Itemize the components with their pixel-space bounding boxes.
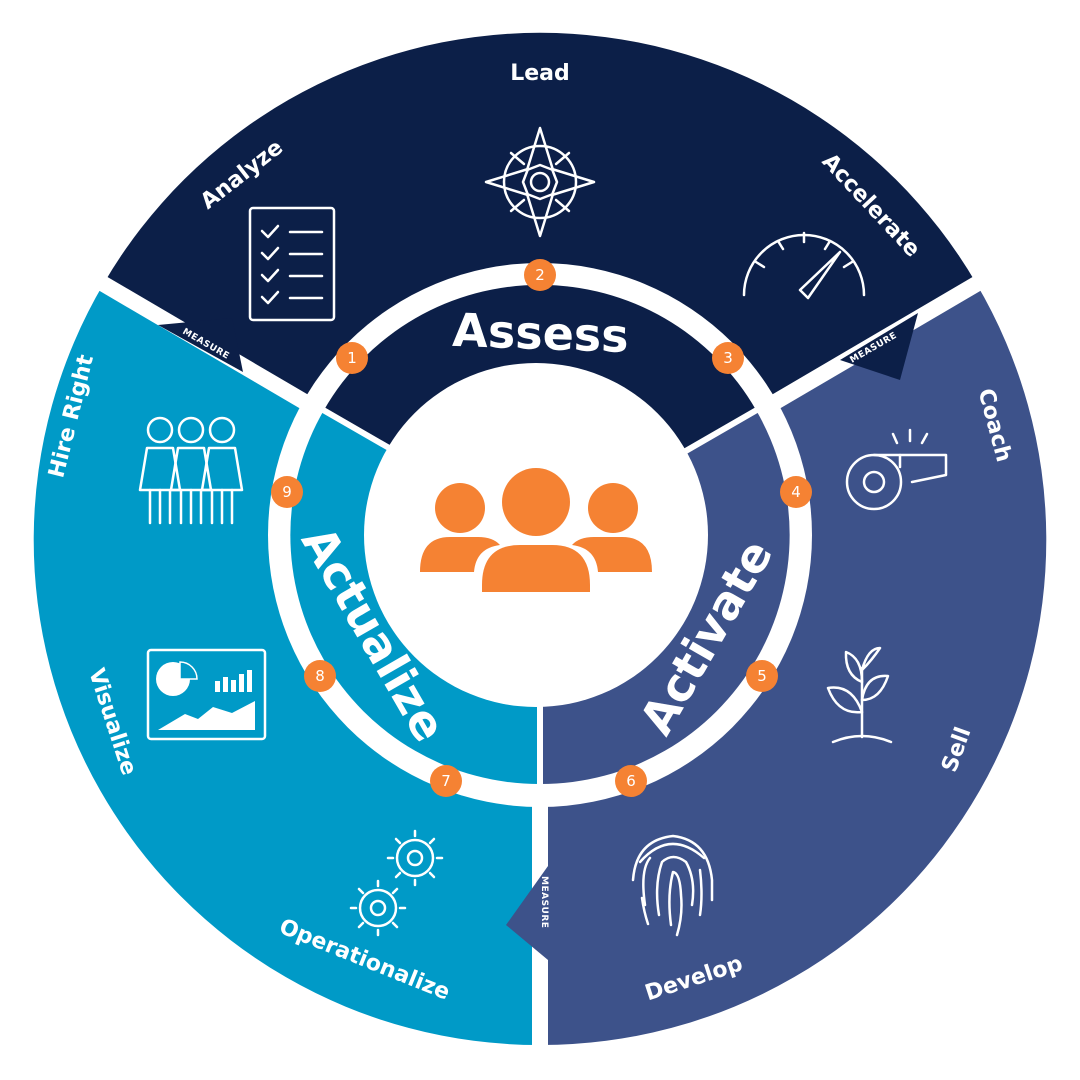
step-badge-circle: [524, 259, 556, 291]
step-badge-4: 4: [780, 476, 812, 508]
step-badge-circle: [780, 476, 812, 508]
measure-label-bottom: MEASURE: [539, 876, 549, 928]
step-badge-number: 7: [441, 772, 451, 790]
compass-icon: [484, 126, 596, 238]
step-badge-6: 6: [615, 765, 647, 797]
sprout-icon: [826, 646, 893, 744]
step-badge-2: 2: [524, 259, 556, 291]
step-badge-9: 9: [271, 476, 303, 508]
people-group-icon: [420, 468, 652, 592]
gears-icon: [349, 829, 444, 937]
step-badge-number: 2: [535, 266, 545, 284]
step-badges: 1 2 3 4 5 6 7 8 9: [271, 259, 812, 797]
step-badge-7: 7: [430, 765, 462, 797]
step-badge-number: 4: [791, 483, 801, 501]
step-badge-number: 5: [757, 667, 767, 685]
measure-tab-left: [158, 318, 243, 372]
fingerprint-icon: [631, 834, 714, 937]
step-badge-circle: [304, 660, 336, 692]
step-badge-8: 8: [304, 660, 336, 692]
step-badge-number: 8: [315, 667, 325, 685]
step-badge-circle: [712, 342, 744, 374]
step-badge-1: 1: [336, 342, 368, 374]
step-badge-number: 9: [282, 483, 292, 501]
step-badge-number: 6: [626, 772, 636, 790]
step-badge-circle: [615, 765, 647, 797]
step-badge-3: 3: [712, 342, 744, 374]
speedometer-icon: [742, 231, 866, 300]
checklist-icon: [248, 206, 336, 322]
label-lead: Lead: [510, 61, 570, 86]
measure-tab-bottom: [506, 866, 548, 960]
step-badge-circle: [430, 765, 462, 797]
step-badge-circle: [746, 660, 778, 692]
step-badge-circle: [271, 476, 303, 508]
whistle-icon: [845, 428, 948, 511]
dashboard-icon: [146, 648, 267, 741]
step-badge-number: 3: [723, 349, 733, 367]
step-badge-circle: [336, 342, 368, 374]
step-badge-number: 1: [347, 349, 357, 367]
step-badge-5: 5: [746, 660, 778, 692]
people-icon: [138, 416, 244, 525]
phase-label-assess: Assess: [452, 303, 630, 363]
measure-tab-right: [840, 313, 918, 380]
